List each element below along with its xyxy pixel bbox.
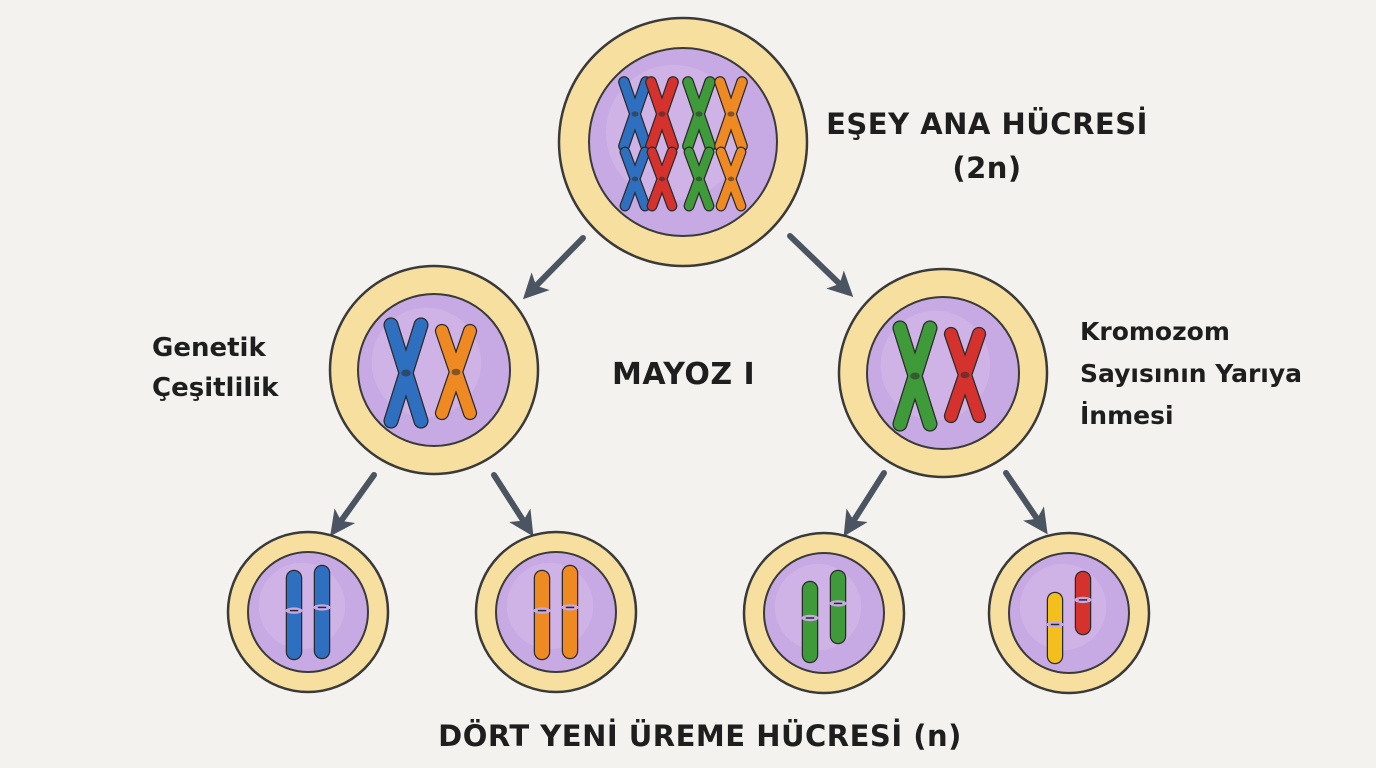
arrow-left-to-g1	[330, 472, 377, 537]
x-chromosome	[892, 320, 938, 432]
cell-gamete-4	[987, 531, 1151, 695]
cell-daughter-right	[837, 267, 1049, 479]
parent-cell-label: EŞEY ANA HÜCRESİ (2n)	[822, 102, 1152, 190]
arrow-parent-to-left	[522, 235, 586, 300]
arrow-right-to-g3	[843, 470, 887, 537]
chromosome-reduction-line2: Sayısının Yarıya	[1080, 359, 1303, 388]
single-chromatid	[561, 564, 579, 660]
single-chromatid	[285, 569, 303, 661]
genetic-diversity-line2: Çeşitlilik	[152, 373, 279, 403]
x-chromosome	[646, 146, 678, 212]
x-chromosome	[434, 323, 478, 421]
chromosome-reduction-line3: İnmesi	[1080, 401, 1174, 430]
cell-daughter-left	[328, 264, 540, 476]
chromosome-reduction-label: Kromozom Sayısının Yarıya İnmesi	[1080, 311, 1302, 437]
parent-cell-title: EŞEY ANA HÜCRESİ	[826, 107, 1148, 141]
x-chromosome	[618, 76, 652, 152]
cell-gamete-1	[226, 530, 390, 694]
single-chromatid	[1046, 591, 1064, 665]
x-chromosome	[645, 76, 679, 152]
single-chromatid	[829, 569, 847, 645]
single-chromatid	[801, 580, 819, 664]
single-chromatid	[533, 569, 551, 661]
gametes-label: DÖRT YENİ ÜREME HÜCRESİ (n)	[438, 719, 962, 753]
arrow-parent-to-right	[787, 233, 854, 297]
x-chromosome	[683, 146, 715, 212]
single-chromatid	[313, 564, 331, 660]
cell-gamete-3	[742, 531, 906, 695]
x-chromosome	[383, 317, 429, 429]
arrow-left-to-g2	[491, 472, 534, 537]
chromosome-reduction-line1: Kromozom	[1080, 317, 1230, 346]
meiosis-label: MAYOZ I	[612, 357, 756, 392]
cell-gamete-2	[474, 530, 638, 694]
genetic-diversity-line1: Genetik	[152, 333, 266, 363]
x-chromosome	[943, 326, 987, 424]
single-chromatid	[1074, 570, 1092, 636]
cell-parent	[557, 16, 809, 268]
x-chromosome	[682, 76, 716, 152]
x-chromosome	[715, 146, 747, 212]
genetic-diversity-label: Genetik Çeşitlilik	[152, 328, 278, 408]
arrow-right-to-g4	[1003, 470, 1048, 535]
x-chromosome	[619, 146, 651, 212]
x-chromosome	[714, 76, 748, 152]
parent-cell-ploidy: (2n)	[952, 151, 1022, 185]
